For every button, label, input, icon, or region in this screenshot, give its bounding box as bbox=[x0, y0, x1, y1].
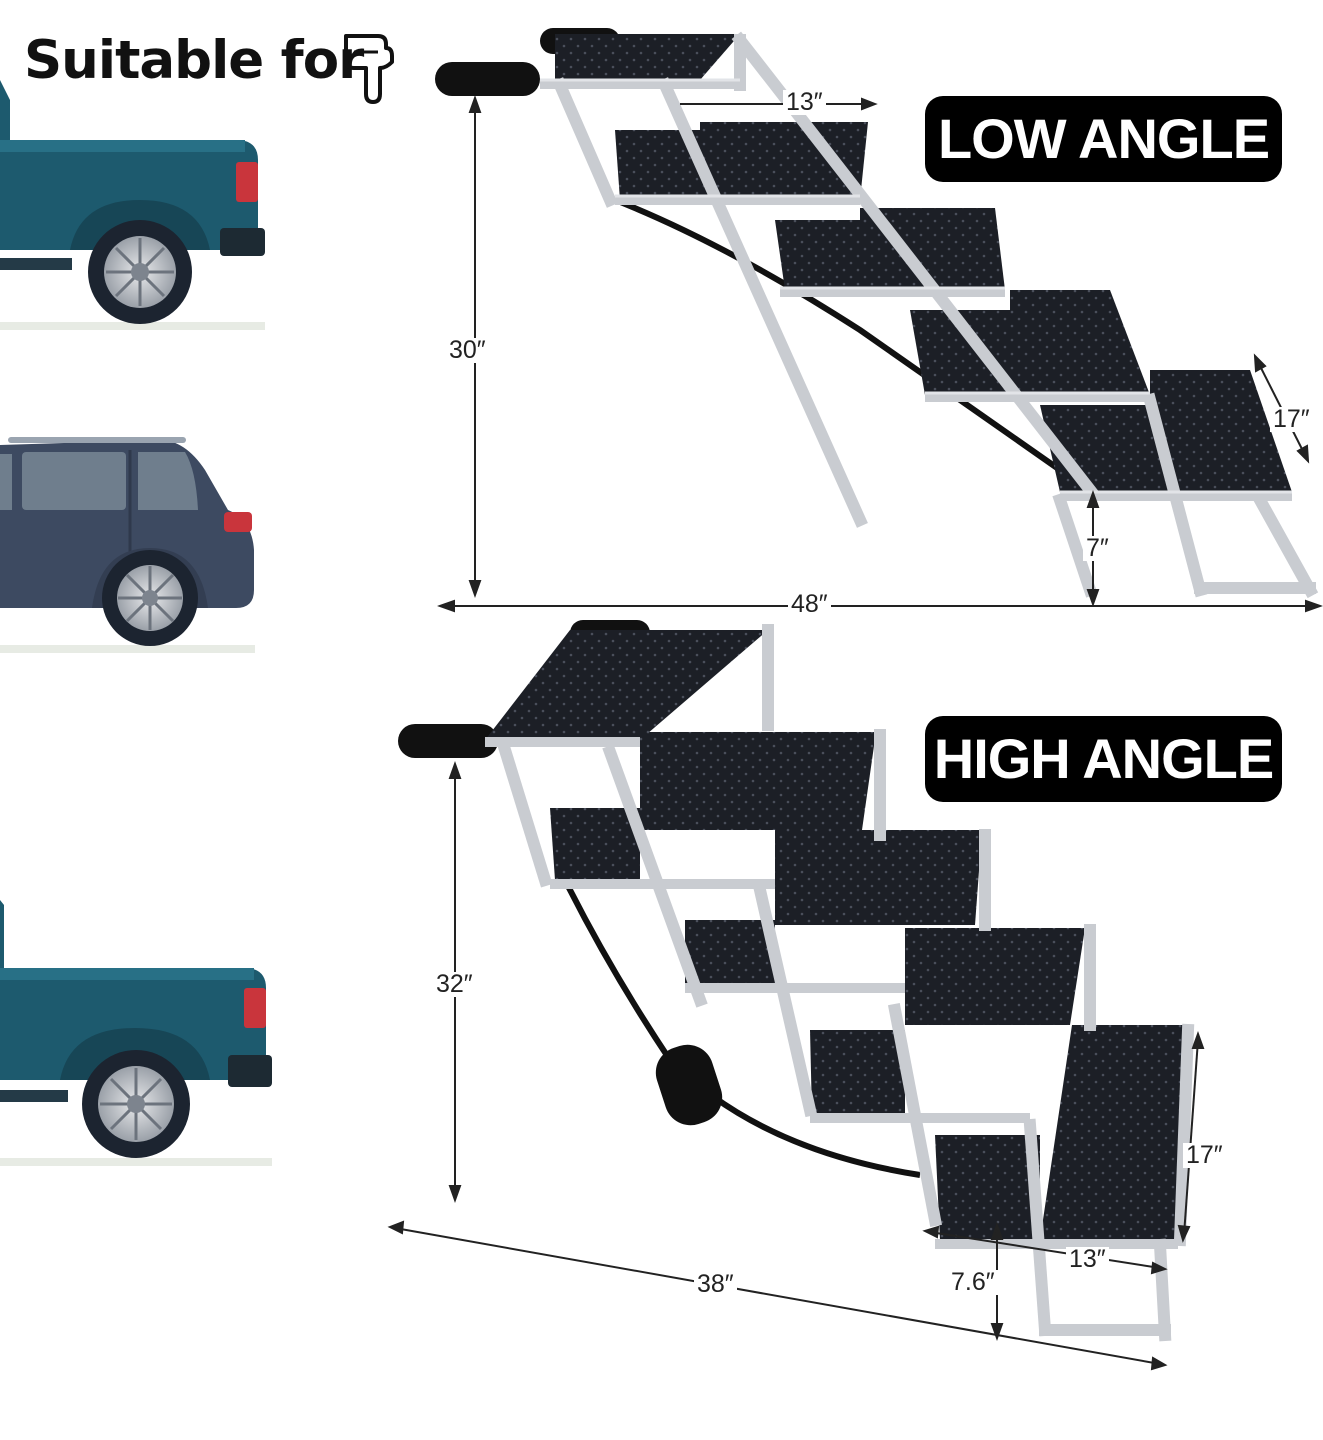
low-step-depth-label: 13″ bbox=[783, 90, 826, 115]
high-angle-ramp bbox=[398, 620, 1195, 1342]
suv-middle bbox=[0, 437, 255, 653]
high-angle-dimensions bbox=[387, 761, 1205, 1371]
pickup-truck-bottom bbox=[0, 900, 272, 1166]
low-width-label: 17″ bbox=[1270, 407, 1313, 432]
high-angle-badge: HIGH ANGLE bbox=[925, 716, 1282, 802]
high-length-label: 38″ bbox=[694, 1272, 737, 1297]
low-length-label: 48″ bbox=[788, 592, 831, 617]
pickup-truck-top bbox=[0, 80, 265, 330]
low-angle-badge: LOW ANGLE bbox=[925, 96, 1282, 182]
suitable-for-heading: Suitable for bbox=[24, 30, 364, 91]
high-rise-label: 7.6″ bbox=[948, 1270, 998, 1295]
low-rise-label: 7″ bbox=[1083, 536, 1112, 561]
pointing-down-hand-icon bbox=[344, 34, 394, 104]
low-height-label: 30″ bbox=[446, 338, 489, 363]
high-height-label: 32″ bbox=[433, 972, 476, 997]
low-angle-ramp bbox=[435, 28, 1319, 599]
high-width-label: 17″ bbox=[1183, 1143, 1226, 1168]
high-step-depth-label: 13″ bbox=[1066, 1247, 1109, 1272]
